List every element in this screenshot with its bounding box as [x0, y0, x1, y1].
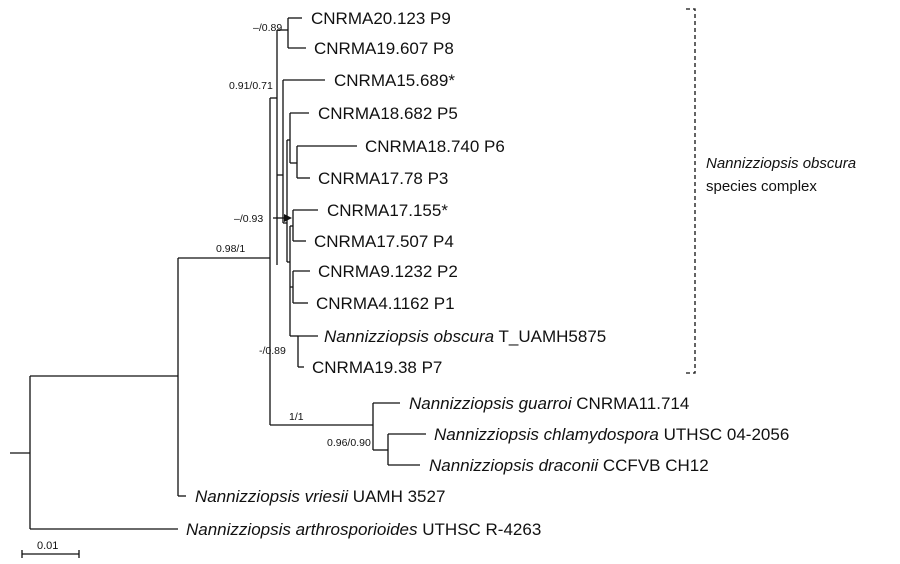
clade-label-complex: species complex [706, 178, 817, 195]
taxon-label-guarroi: Nannizziopsis guarroi CNRMA11.714 [409, 394, 689, 413]
taxon-label-cnrma9-1232: CNRMA9.1232 P2 [318, 262, 458, 281]
clade-label-species: Nannizziopsis obscura [706, 155, 856, 172]
support-value: –/0.93 [234, 213, 263, 225]
tree-branches [10, 17, 426, 530]
support-value: 0.91/0.71 [229, 80, 273, 92]
taxon-label-cnrma19-607: CNRMA19.607 P8 [314, 39, 454, 58]
taxon-label-cnrma17-155: CNRMA17.155* [327, 201, 448, 220]
taxon-label-cnrma19-38: CNRMA19.38 P7 [312, 358, 442, 377]
clade-bracket-line [686, 8, 696, 374]
taxon-label-cnrma17-507: CNRMA17.507 P4 [314, 232, 454, 251]
support-value: –/0.89 [253, 22, 282, 34]
scale-bar-label: 0.01 [37, 540, 58, 552]
support-value: 0.96/0.90 [327, 437, 371, 449]
taxon-label-chlamydospora: Nannizziopsis chlamydospora UTHSC 04-205… [434, 425, 789, 444]
taxon-labels: CNRMA20.123 P9 CNRMA19.607 P8 CNRMA15.68… [186, 9, 789, 539]
scale-bar: 0.01 [21, 540, 80, 558]
taxon-label-arthrosporioides: Nannizziopsis arthrosporioides UTHSC R-4… [186, 520, 541, 539]
clade-bracket: Nannizziopsis obscura species complex [686, 8, 856, 374]
taxon-label-vriesii: Nannizziopsis vriesii UAMH 3527 [195, 487, 445, 506]
taxon-label-obscura-type: Nannizziopsis obscura T_UAMH5875 [324, 327, 606, 346]
taxon-label-cnrma4-1162: CNRMA4.1162 P1 [316, 294, 455, 313]
support-values: –/0.89 0.91/0.71 –/0.93 0.98/1 -/0.89 1/… [216, 22, 371, 449]
taxon-label-cnrma17-78: CNRMA17.78 P3 [318, 169, 448, 188]
taxon-label-cnrma20-123: CNRMA20.123 P9 [311, 9, 451, 28]
taxon-label-cnrma15-689: CNRMA15.689* [334, 71, 455, 90]
support-value: 1/1 [289, 411, 304, 423]
taxon-label-cnrma18-740: CNRMA18.740 P6 [365, 137, 505, 156]
taxon-label-draconii: Nannizziopsis draconii CCFVB CH12 [429, 456, 709, 475]
taxon-label-cnrma18-682: CNRMA18.682 P5 [318, 104, 458, 123]
support-pointer-arrowhead [284, 214, 292, 222]
support-value: -/0.89 [259, 345, 286, 357]
support-value: 0.98/1 [216, 243, 245, 255]
